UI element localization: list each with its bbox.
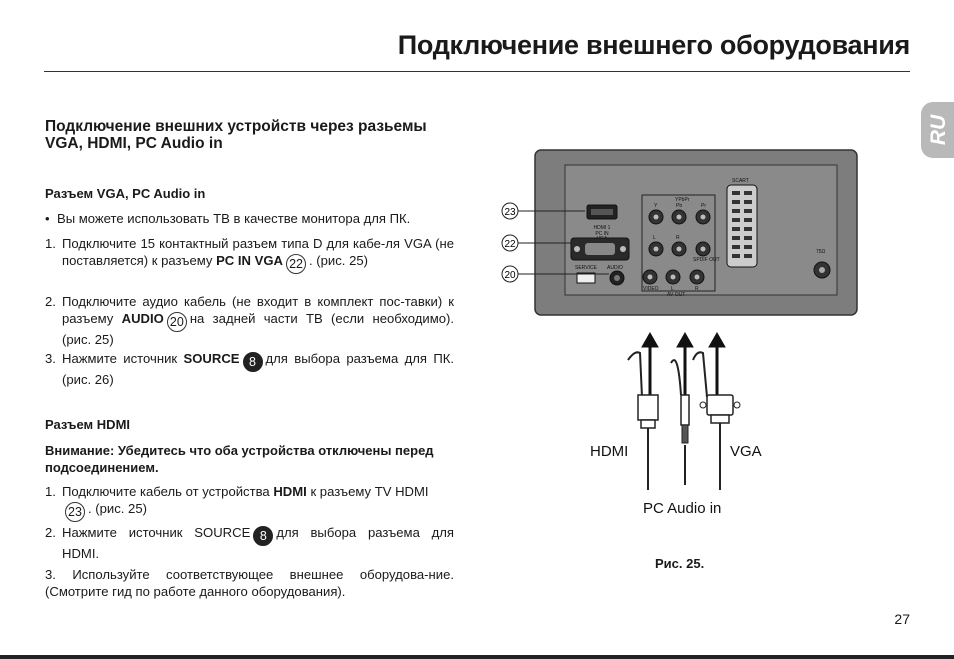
pr-label: Pr [701,203,706,209]
vga-step-2: 2. Подключите аудио кабель (не входит в … [45,294,454,348]
step-number: 1. [45,484,56,499]
svg-text:20: 20 [504,270,516,281]
step-text-end: . (рис. 25) [88,500,147,516]
r-label: R [676,235,680,241]
spdif-label: SPDIF OUT [693,257,720,263]
section-heading: Подключение внешних устройств через разь… [45,118,427,152]
vga-subheading: Разъем VGA, PC Audio in [45,186,206,201]
callout-22: 22 [501,234,571,252]
hdmi-step-3: 3. Используйте соответствующее внешнее о… [45,567,454,600]
video-label: VIDEO [643,286,659,292]
step-text: Подключите аудио кабель (не входит в ком… [62,294,454,326]
connector-name: AUDIO [121,310,164,326]
step-number: 1. [45,236,56,251]
arrow-up-icon [641,331,726,395]
rca-ports [642,209,711,285]
callout-ref: 8 [242,352,263,372]
page-title: Подключение внешнего оборудования [397,30,911,60]
hdmi-warning: Внимание: Убедитесь что оба устройства о… [45,443,434,475]
step-number: 2. [45,525,56,540]
l2-label: L [671,286,674,292]
hdmi-plug-icon [637,394,659,429]
connection-diagram: HDMI 1 PC IN VGA SERVICE AUDIO YPbPr Y P… [501,149,858,517]
svg-text:23: 23 [504,207,516,218]
pc-in-label: PC IN [595,231,609,237]
step-text-end: для выбора разъема для HDMI. [62,525,454,561]
pb-label: Pb [676,203,682,209]
service-label: SERVICE [575,265,598,271]
bullet-text: Вы можете использовать ТВ в качестве мон… [57,211,411,226]
connector-name: HDMI [273,484,307,499]
language-tab-label: RU [927,114,950,146]
callout-ref: 8 [253,526,274,546]
bottom-border [0,655,954,659]
step-text: Нажмите источник SOURCE [62,525,251,540]
l-label: L [653,235,656,241]
cables [627,351,721,490]
step-text: Нажмите источник [62,351,178,366]
step-text: Используйте соответствующее внешнее обор… [45,567,454,599]
step-text-end: . (рис. 25) [309,252,368,268]
step-text-end: на задней части ТВ (если необходимо). (р… [62,310,454,347]
vga-step-1: 1. Подключите 15 контактный разъем типа … [45,236,454,274]
page-number: 27 [894,611,910,627]
callout-ref: 23 [65,501,85,522]
service-port-icon [576,272,596,284]
pc-audio-cable-label: PC Audio in [643,500,721,517]
ypbpr-label: YPbPr [675,197,690,203]
figure-caption: Рис. 25. [655,556,705,571]
r2-label: R [695,286,699,292]
callout-ref: 22 [286,253,307,274]
button-name: SOURCE [183,351,240,366]
step-number: 3. [45,567,56,582]
hdmi1-label: HDMI 1 [594,225,611,231]
antenna-label: 75Ω [816,249,826,255]
step-text-end: для выбора разъема для ПК. (рис. 26) [62,351,455,387]
vga-cable-label: VGA [730,443,762,460]
hdmi-cable-label: HDMI [590,443,628,460]
connector-name: PC IN VGA [216,252,284,268]
audio-plug-icon [680,394,690,444]
step-text: Подключите 15 контактный разъем типа D д… [62,236,454,268]
scart-label: SCART [732,178,749,184]
title-divider [44,71,910,72]
hdmi-subheading: Разъем HDMI [45,417,131,432]
hdmi-step-1: 1. Подключите кабель от устройства HDMI … [45,484,454,522]
callout-ref: 20 [166,311,187,332]
bullet-dot: • [45,211,50,226]
vga-plug-icon [699,394,741,424]
step-number: 3. [45,351,56,366]
av-out-label: AV OUT [667,292,685,298]
step-text: Подключите кабель от устройства [62,484,270,499]
vga-bullet: • Вы можете использовать ТВ в качестве м… [45,211,454,228]
audio-port-label: AUDIO [607,265,623,271]
callout-23: 23 [501,202,585,220]
scart-port-icon [726,184,758,268]
callout-20: 20 [501,265,609,283]
step-text-mid: к разъему TV HDMI [310,484,429,499]
step-number: 2. [45,294,56,309]
y-label: Y [654,203,658,209]
language-tab [921,102,954,158]
svg-text:22: 22 [504,239,516,250]
